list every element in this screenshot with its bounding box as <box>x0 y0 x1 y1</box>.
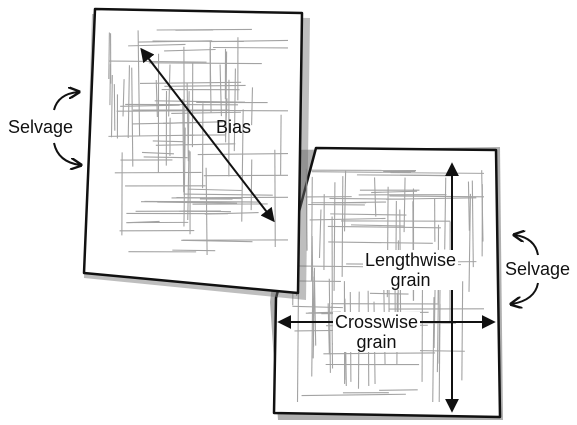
weave-thread <box>471 180 474 268</box>
weave-thread <box>293 265 376 268</box>
weave-thread <box>468 193 471 292</box>
weave-thread <box>390 172 485 174</box>
weave-thread <box>373 177 377 217</box>
crosswise-grain-label: Crosswise grain <box>333 312 421 352</box>
weave-thread <box>292 305 343 309</box>
weave-thread <box>296 284 300 403</box>
weave-thread <box>341 176 344 277</box>
weave-thread <box>131 67 134 167</box>
weave-thread <box>172 249 216 252</box>
weave-thread <box>323 352 436 355</box>
weave-thread <box>128 43 186 47</box>
weave-thread <box>309 217 386 221</box>
weave-thread <box>379 389 418 391</box>
weave-thread <box>122 79 125 117</box>
weave-thread <box>481 170 484 242</box>
selvage-left-curve-top <box>53 92 78 111</box>
selvage-right-label: Selvage <box>505 259 571 279</box>
weave-thread <box>386 197 477 200</box>
weave-thread <box>328 241 433 244</box>
bias-arrow <box>140 47 275 223</box>
weave-thread <box>152 140 184 143</box>
weave-thread <box>318 209 322 259</box>
bias-label: Bias <box>216 117 252 137</box>
weave-thread <box>148 62 262 65</box>
weave-thread <box>137 30 141 137</box>
weave-thread <box>333 182 336 291</box>
weave-thread <box>110 75 113 138</box>
left-fabric-swatch <box>82 7 310 300</box>
weave-thread <box>327 225 441 229</box>
weave-thread <box>399 174 453 177</box>
weave-thread <box>108 32 110 79</box>
weave-thread <box>182 210 231 213</box>
weave-thread <box>313 271 317 346</box>
weave-thread <box>305 168 308 251</box>
weave-thread <box>432 297 435 403</box>
weave-thread <box>330 213 407 216</box>
selvage-right-curve-top <box>515 235 539 256</box>
weave-thread <box>350 224 405 227</box>
weave-thread <box>467 181 470 231</box>
weave-thread <box>250 159 253 211</box>
weave-thread <box>310 176 313 281</box>
weave-thread <box>156 28 252 31</box>
weave-thread <box>461 281 464 381</box>
weave-thread <box>371 190 418 194</box>
selvage-left-label: Selvage <box>8 117 74 137</box>
lengthwise-grain-label: Lengthwise grain <box>363 250 459 290</box>
weave-thread <box>403 177 406 233</box>
weave-thread <box>127 65 130 138</box>
weave-thread <box>343 170 347 232</box>
selvage-right-curve-bottom <box>512 282 539 304</box>
weave-thread <box>138 40 213 43</box>
selvage-left-curve-bottom <box>53 142 80 165</box>
weave-thread <box>301 393 406 397</box>
